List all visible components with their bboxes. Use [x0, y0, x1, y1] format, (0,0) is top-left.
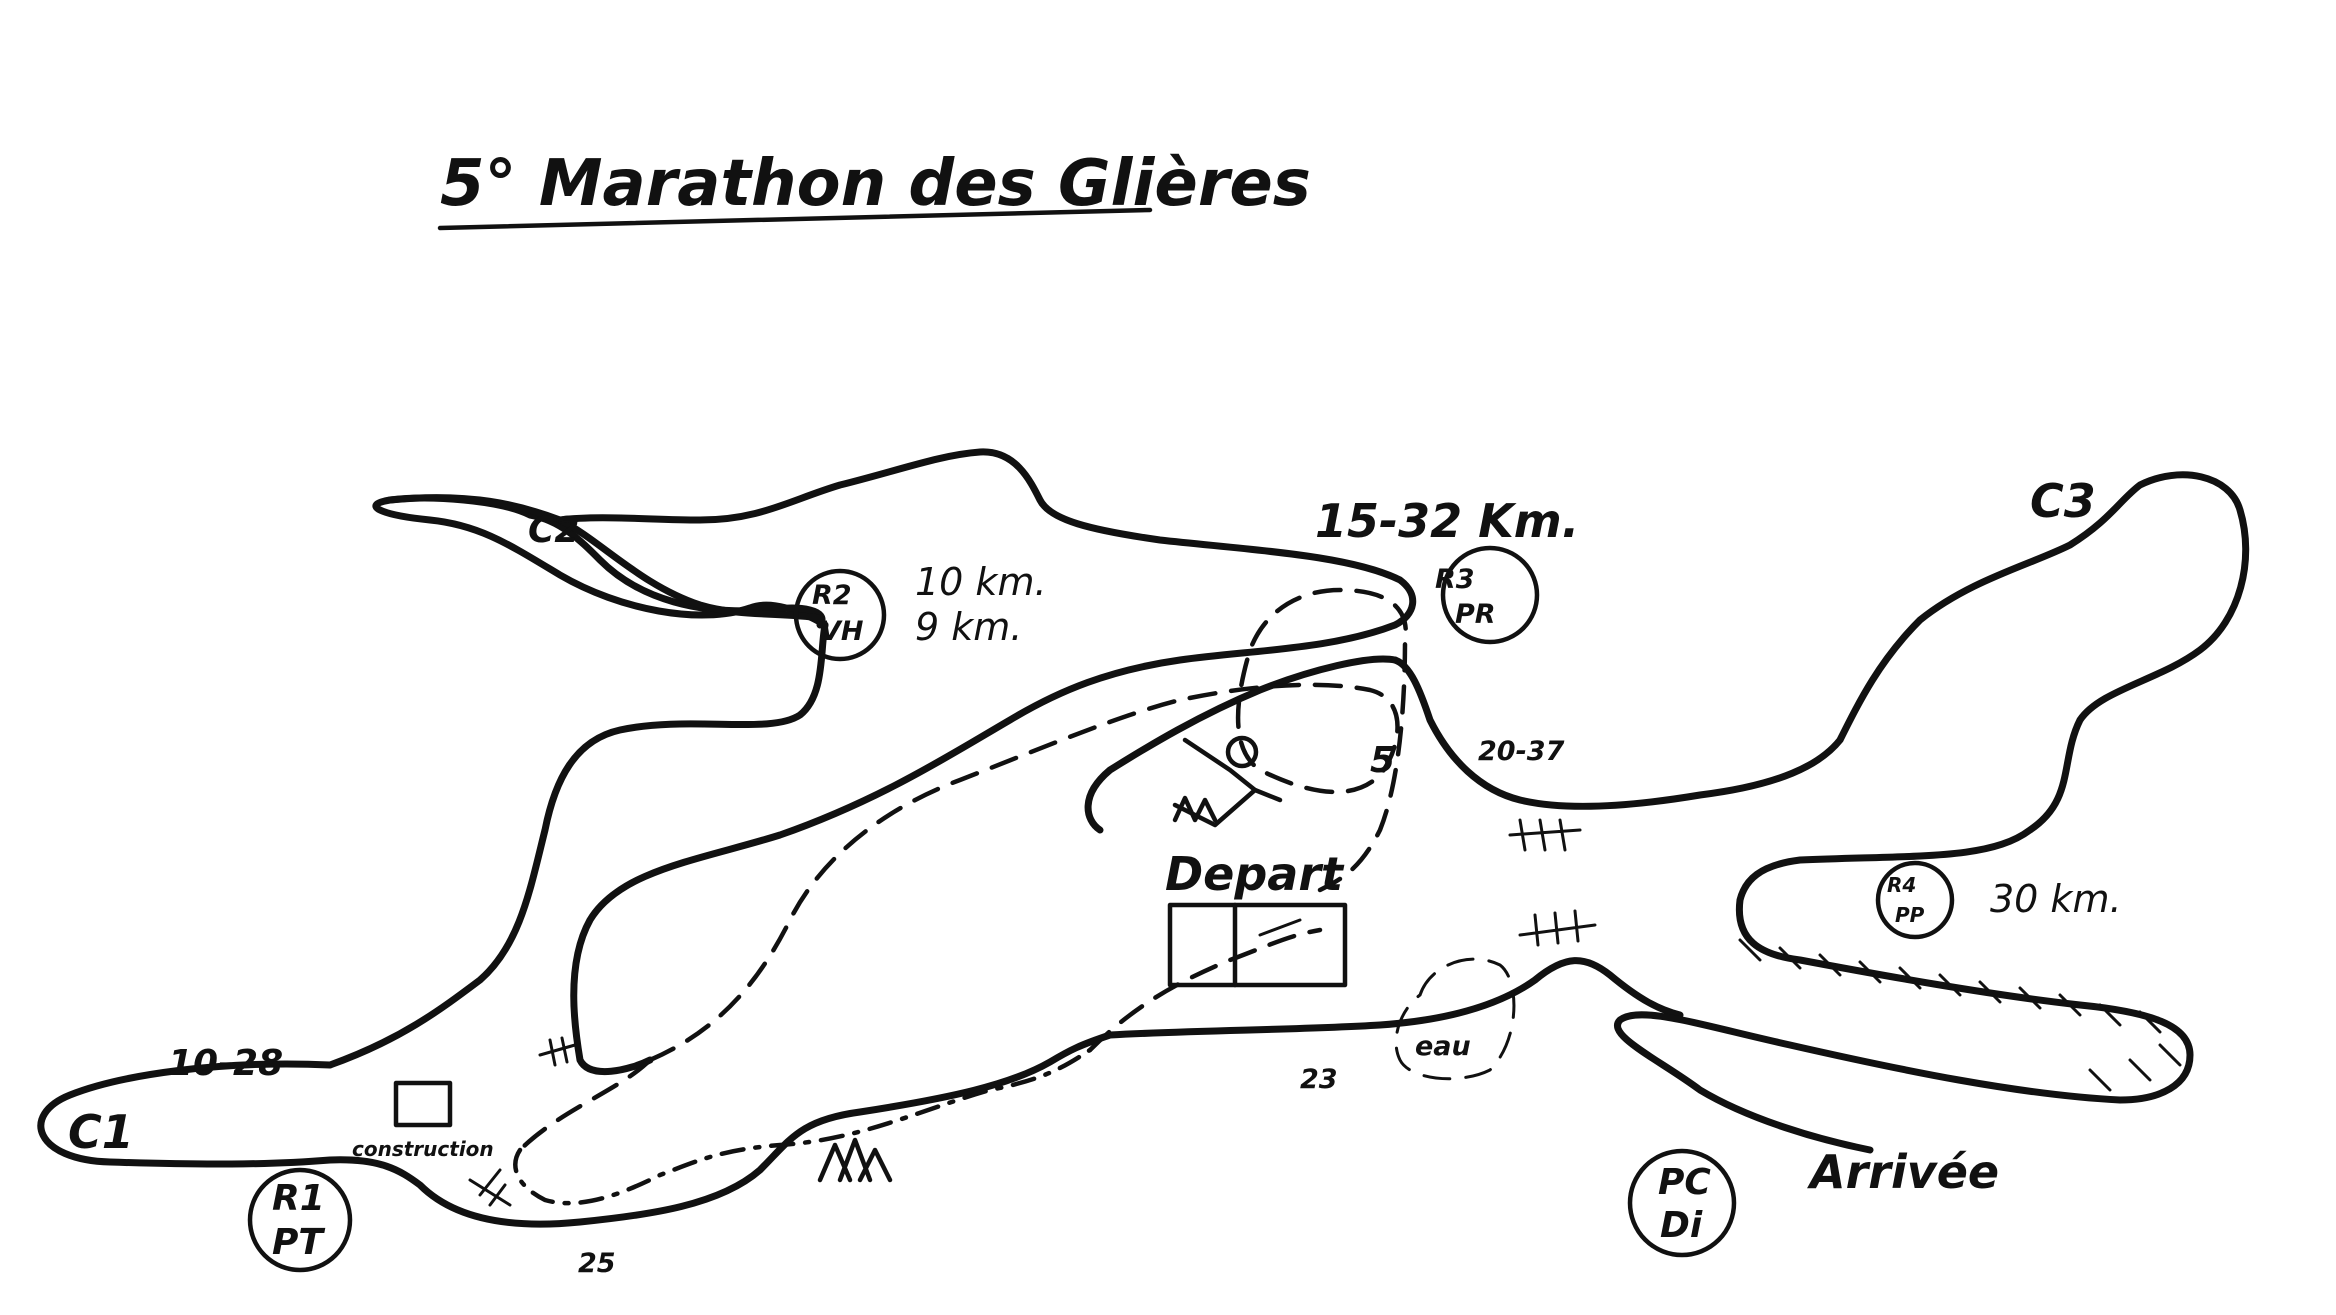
r4-dist: 30 km. — [1990, 877, 2122, 921]
r3-dist: 15-32 Km. — [1315, 494, 1579, 548]
eau-label: eau — [1415, 1031, 1471, 1062]
depart-label: Depart — [1165, 847, 1345, 901]
construction-label: construction — [352, 1137, 494, 1161]
r1-circle — [247, 1167, 353, 1273]
r3-sub: PR — [1455, 599, 1496, 630]
r2-dist-2: 9 km. — [915, 605, 1022, 649]
trees-icon — [817, 795, 1218, 1183]
r4-sub: PP — [1895, 903, 1925, 927]
pc-circle — [1627, 1148, 1737, 1258]
marker-23: 23 — [1300, 1064, 1338, 1095]
course-outline — [37, 448, 2250, 1228]
r2-code: R2 — [812, 580, 852, 611]
pc-code: PC — [1658, 1162, 1711, 1203]
zone-c1: C1 — [68, 1105, 134, 1159]
r1-code: R1 — [272, 1178, 325, 1219]
hatched-area — [1738, 938, 2182, 1092]
arrivee-label: Arrivée — [1807, 1145, 1999, 1199]
building-icon — [1167, 902, 1348, 988]
c1-marker: 10-28 — [168, 1043, 283, 1084]
r2-circle — [793, 568, 887, 662]
marker-20-37: 20-37 — [1478, 736, 1565, 767]
course-route-dashed — [513, 587, 1516, 1206]
map-title: 5° Marathon des Glières — [440, 147, 1311, 221]
marker-25: 25 — [578, 1248, 616, 1279]
fence-icon — [468, 818, 1597, 1207]
r4-circle — [1875, 860, 1955, 940]
title-underline — [437, 207, 1153, 231]
r4-code: R4 — [1887, 873, 1916, 897]
skier-icon — [1172, 735, 1283, 828]
construction-box — [393, 1080, 453, 1128]
loop-5-marker: 5 — [1370, 740, 1395, 781]
zone-c3: C3 — [2030, 474, 2096, 528]
pc-sub: Di — [1660, 1205, 1703, 1246]
r2-sub: VH — [820, 616, 864, 647]
r1-sub: PT — [272, 1222, 325, 1263]
r3-code: R3 — [1435, 564, 1475, 595]
r3-circle — [1440, 545, 1540, 645]
r2-dist-1: 10 km. — [915, 560, 1047, 604]
zone-c2: C2 — [528, 510, 579, 551]
